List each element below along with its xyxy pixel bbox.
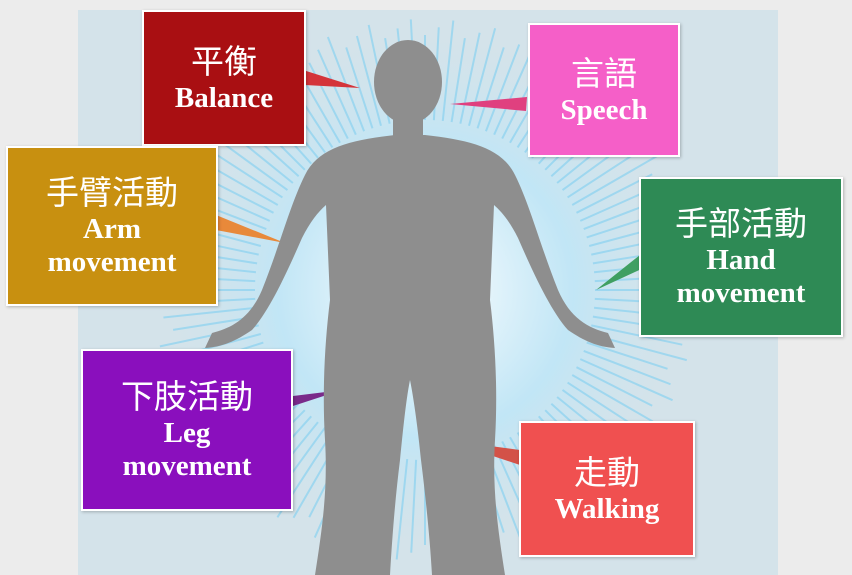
label-hand-movement: 手部活動 Hand movement <box>639 177 843 337</box>
arm-en2: movement <box>48 246 177 279</box>
walking-en: Walking <box>555 493 660 526</box>
speech-zh: 言語 <box>571 54 637 94</box>
speech-en: Speech <box>561 94 648 127</box>
label-speech: 言語 Speech <box>528 23 680 157</box>
balance-en: Balance <box>175 82 273 115</box>
hand-en1: Hand <box>706 244 775 277</box>
label-leg-movement: 下肢活動 Leg movement <box>81 349 293 511</box>
walking-zh: 走動 <box>574 453 640 493</box>
label-balance: 平衡 Balance <box>142 10 306 146</box>
arm-zh: 手臂活動 <box>46 173 178 213</box>
balance-zh: 平衡 <box>191 42 257 82</box>
leg-en1: Leg <box>164 417 211 450</box>
hand-zh: 手部活動 <box>675 204 807 244</box>
leg-zh: 下肢活動 <box>121 377 253 417</box>
label-arm-movement: 手臂活動 Arm movement <box>6 146 218 306</box>
hand-en2: movement <box>677 277 806 310</box>
label-walking: 走動 Walking <box>519 421 695 557</box>
arm-en1: Arm <box>83 213 141 246</box>
leg-en2: movement <box>123 450 252 483</box>
